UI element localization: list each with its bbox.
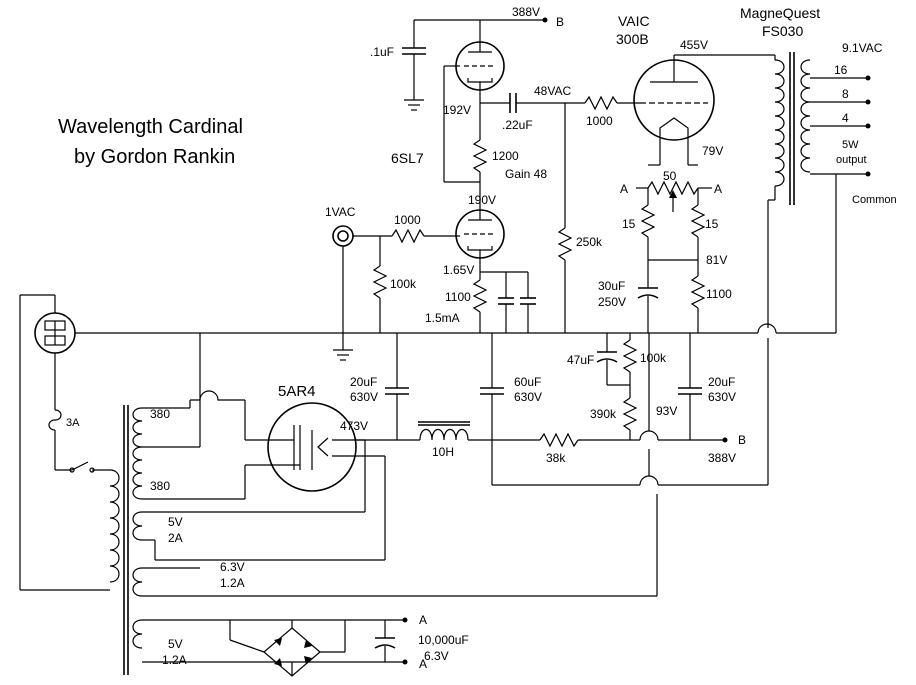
hum-pot-a-right: A — [714, 182, 722, 196]
ot-tap-16: 16 — [834, 63, 848, 77]
b-plus-top-voltage: 388V — [512, 5, 540, 19]
filament-voltage: 79V — [702, 144, 723, 158]
driver-cathode-resistor: 1100 — [445, 290, 471, 304]
driver-tube-label: 6SL7 — [391, 150, 424, 166]
rectifier-out-voltage: 473V — [340, 419, 368, 433]
cap-filter2-voltage: 630V — [514, 390, 542, 404]
filament-supply: A A 10,000uF 6.3V — [229, 613, 469, 677]
power-switch — [55, 461, 110, 473]
driver-plate-voltage: 192V — [443, 103, 471, 117]
coupling-cap-label: .22uF — [502, 118, 533, 132]
output-cathode-resistor: 1100 — [706, 287, 732, 301]
ot-secondary-voltage: 9.1VAC — [842, 41, 883, 55]
cap-filter4-value: 20uF — [708, 375, 735, 389]
hum-r-right-label: 15 — [705, 217, 719, 231]
grid-stopper-label: 1000 — [586, 114, 613, 128]
output-grid-circuit: 250k 1000 — [557, 95, 640, 333]
cap-filter2-value: 60uF — [514, 375, 541, 389]
driver-upper-cathode-v: 190V — [468, 193, 496, 207]
hv-tap-lower: 380 — [150, 479, 170, 493]
dropping-node-voltage: 93V — [656, 404, 677, 418]
grid-leak-label: 250k — [576, 235, 603, 249]
a-terminal-upper: A — [419, 613, 427, 627]
decouple-cap-label: .1uF — [370, 45, 394, 59]
ot-power-2: output — [836, 154, 867, 166]
cap-filament-voltage: 6.3V — [424, 649, 449, 663]
cap-filter1-value: 20uF — [350, 375, 377, 389]
hv-wiring — [189, 333, 246, 499]
output-plate-voltage: 455V — [680, 38, 708, 52]
cap-filter3-value: 47uF — [567, 353, 594, 367]
cathode-cap-voltage: 250V — [598, 295, 626, 309]
driver-cathode-current: 1.5mA — [425, 311, 460, 325]
driver-tube-lower: 190V 1.65V 1100 1.5mA 6SL7 Gain 48 — [391, 150, 547, 333]
input-stopper-label: 1000 — [394, 213, 421, 227]
rect-heater-a: 2A — [168, 531, 183, 545]
grid-signal-level: 48VAC — [534, 84, 571, 98]
stage-gain: Gain 48 — [505, 167, 547, 181]
b-plus-top-terminal: B — [556, 15, 564, 29]
ot-model: FS030 — [762, 23, 803, 39]
cathode-cap-value: 30uF — [598, 279, 625, 293]
b-plus-bottom-terminal: B — [738, 433, 746, 447]
driver-plate-resistor: 1200 — [492, 149, 519, 163]
ot-make: MagneQuest — [740, 5, 820, 21]
output-cathode-voltage: 81V — [706, 253, 727, 267]
power-supply-filter: 20uF 630V 10H 60uF 630V 38k B 388V 47u — [350, 333, 769, 596]
divider-bottom-label: 390k — [590, 407, 617, 421]
ot-power-1: 5W — [842, 139, 859, 151]
input-level: 1VAC — [325, 205, 356, 219]
choke-label: 10H — [432, 445, 454, 459]
cap-filter4-voltage: 630V — [708, 390, 736, 404]
title-line-2: by Gordon Rankin — [74, 146, 235, 168]
driver-heater-a: 1.2A — [220, 576, 245, 590]
divider-top-label: 100k — [640, 351, 667, 365]
hum-pot-label: 50 — [663, 169, 677, 183]
output-tube-label-1: VAIC — [618, 13, 650, 29]
fuse-label: 3A — [66, 417, 80, 429]
ot-common: Common — [852, 194, 897, 206]
ot-tap-8: 8 — [842, 87, 849, 101]
fil-300b-v: 5V — [168, 637, 183, 651]
ot-tap-4: 4 — [842, 111, 849, 125]
ac-inlet — [19, 294, 110, 591]
a-terminal-lower: A — [419, 657, 427, 671]
ground-rail — [75, 174, 837, 334]
dropping-resistor-label: 38k — [546, 451, 566, 465]
output-transformer: MagneQuest FS030 9.1VAC 16 8 4 5W output… — [740, 5, 897, 328]
title-line-1: Wavelength Cardinal — [58, 116, 243, 138]
cap-filament-value: 10,000uF — [418, 633, 469, 647]
driver-tube-upper: 388V B .1uF 192V 1200 .22uF 48VAC — [370, 5, 585, 210]
rectifier-tube-5ar4: 5AR4 473V — [245, 383, 386, 560]
fuse: 3A — [48, 409, 80, 470]
rect-heater-v: 5V — [168, 515, 183, 529]
output-tube-label-2: 300B — [616, 31, 649, 47]
cap-filter1-voltage: 630V — [350, 390, 378, 404]
hum-r-left-label: 15 — [622, 217, 636, 231]
driver-lower-cathode-v: 1.65V — [443, 263, 474, 277]
hv-tap-upper: 380 — [150, 407, 170, 421]
rectifier-label: 5AR4 — [278, 383, 316, 400]
input-leak-label: 100k — [390, 277, 417, 291]
fil-300b-a: 1.2A — [162, 653, 187, 667]
hum-pot-a-left: A — [620, 182, 628, 196]
b-plus-bottom-voltage: 388V — [708, 451, 736, 465]
input-stage: 1VAC 1000 100k — [325, 205, 460, 361]
power-transformer: 380 380 5V 2A 6.3V 1.2A 5V 1.2A — [109, 405, 657, 675]
output-tube-300b: VAIC 300B 455V 79V A A 50 15 15 81V 30uF — [598, 13, 775, 333]
driver-heater-v: 6.3V — [220, 560, 245, 574]
